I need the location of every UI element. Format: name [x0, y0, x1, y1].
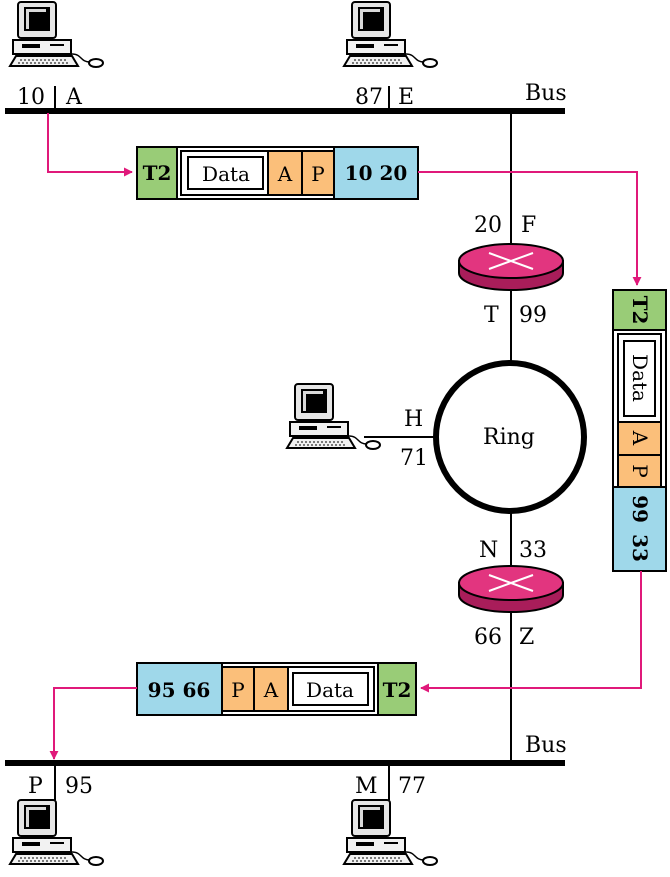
desktop-computer-icon — [343, 799, 438, 866]
station-m-address: 77 — [398, 774, 426, 799]
frame-1-trailer: T2 — [143, 161, 172, 185]
frame-1: T2 Data A P 10 20 — [136, 146, 419, 200]
router-bottom-in-name: N — [479, 538, 498, 563]
station-e-name: E — [398, 85, 414, 110]
frame-2-address-2: 33 — [628, 534, 652, 562]
frame-2-a: A — [628, 430, 652, 446]
desktop-computer-icon — [9, 799, 104, 866]
desktop-computer-icon — [9, 1, 104, 68]
frame-3-addresses: 95 66 — [148, 678, 211, 702]
frame-2-trailer: T2 — [628, 296, 652, 325]
bottom-bus-label: Bus — [525, 733, 567, 758]
ring-label: Ring — [483, 425, 535, 450]
frame-3-data: Data — [306, 678, 354, 702]
station-p-name: P — [28, 774, 43, 799]
router-top-out-address: 99 — [519, 303, 547, 328]
desktop-computer-icon — [343, 1, 438, 68]
frame-2-address-1: 99 — [628, 495, 652, 523]
router-bottom-in-address: 33 — [519, 538, 547, 563]
station-p-address: 95 — [65, 774, 93, 799]
frame-3-trailer: T2 — [383, 678, 412, 702]
frame-1-p: P — [311, 162, 324, 186]
frame-1-addresses: 10 20 — [345, 161, 408, 185]
frame-2: T2 Data A P 99 33 — [612, 289, 667, 572]
router-bottom-out-address: 66 — [474, 625, 502, 650]
station-e-address: 87 — [355, 85, 383, 110]
flow-arrow-frame1-to-frame2 — [418, 171, 642, 286]
station-h-address: 71 — [400, 446, 428, 471]
router-icon — [458, 243, 564, 291]
top-bus-label: Bus — [525, 81, 567, 106]
flow-arrow-a-to-frame1 — [47, 113, 133, 177]
flow-arrow-frame2-to-frame3 — [420, 571, 642, 693]
frame-3-p: P — [231, 678, 244, 702]
router-top-in-address: 20 — [474, 213, 502, 238]
frame-3: 95 66 P A Data T2 — [136, 662, 417, 716]
router-top-in-name: F — [521, 213, 536, 238]
station-h-name: H — [404, 407, 423, 432]
frame-2-p: P — [628, 464, 652, 477]
desktop-computer-icon — [286, 383, 381, 450]
flow-arrow-frame3-to-p — [49, 687, 137, 760]
frame-2-data: Data — [628, 354, 652, 402]
frame-1-data: Data — [202, 162, 250, 186]
router-top-out-name: T — [484, 303, 499, 328]
frame-1-a: A — [277, 162, 293, 186]
station-a-name: A — [65, 85, 83, 110]
frame-3-a: A — [263, 678, 279, 702]
router-bottom-out-name: Z — [519, 625, 534, 650]
station-a-address: 10 — [17, 85, 45, 110]
router-icon — [458, 565, 564, 613]
station-m-name: M — [355, 774, 378, 799]
